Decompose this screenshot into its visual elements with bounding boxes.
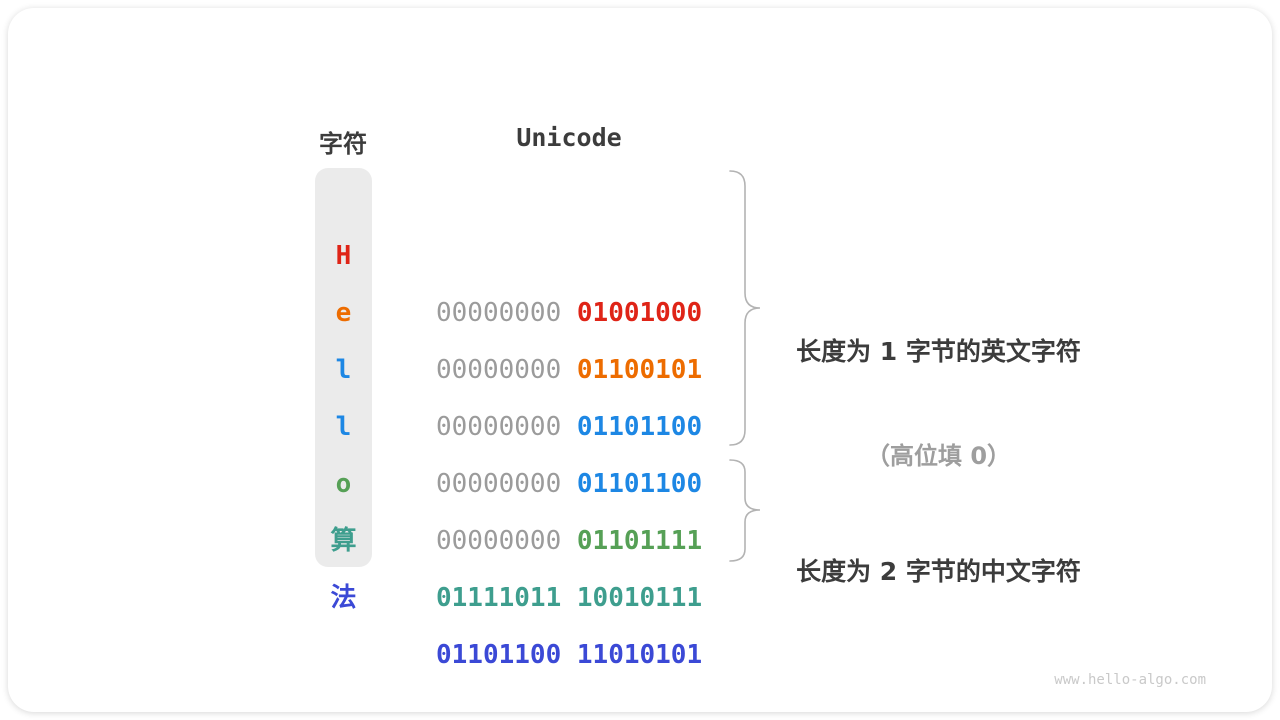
binary-cell: 00000000 01101111 <box>436 513 702 570</box>
byte-high: 01101100 <box>436 639 562 670</box>
char-cell: 法 <box>330 582 357 613</box>
annotation-english-line2: （高位填 0） <box>865 442 1012 470</box>
byte-high: 00000000 <box>436 468 562 499</box>
char-cell: l <box>335 354 352 385</box>
byte-low: 11010101 <box>576 639 703 670</box>
binary-cell: 00000000 01101100 <box>436 456 702 513</box>
byte-separator <box>561 640 577 670</box>
byte-low: 01001000 <box>576 297 703 328</box>
binary-cell: 01111011 10010111 <box>436 570 702 627</box>
table-row: 法 01101100 11010101 <box>8 513 1280 670</box>
byte-low: 10010111 <box>576 582 703 613</box>
table-row: H 00000000 01001000 <box>8 171 1280 328</box>
char-cell: H <box>335 240 352 271</box>
byte-separator <box>561 583 577 613</box>
byte-low: 01101100 <box>576 411 703 442</box>
annotation-chinese-line1: 长度为 2 字节的中文字符 <box>796 557 1081 586</box>
byte-high: 00000000 <box>436 297 562 328</box>
byte-high: 01111011 <box>436 582 562 613</box>
byte-high: 00000000 <box>436 411 562 442</box>
table-row: l 00000000 01101100 <box>8 285 1280 442</box>
table-row: e 00000000 01100101 <box>8 228 1280 385</box>
binary-cell: 00000000 01101100 <box>436 399 702 456</box>
char-cell: o <box>335 468 352 499</box>
annotation-english-line1: 长度为 1 字节的英文字符 <box>796 337 1081 366</box>
byte-high: 00000000 <box>436 354 562 385</box>
brace-chinese-group-icon <box>729 459 761 562</box>
binary-cell: 00000000 01001000 <box>436 285 702 342</box>
diagram-card: 字符 Unicode H 00000000 01001000 e 0000000… <box>8 8 1272 712</box>
char-cell: e <box>335 297 352 328</box>
byte-low: 01101100 <box>576 468 703 499</box>
table-row: 算 01111011 10010111 <box>8 456 1280 613</box>
byte-high: 00000000 <box>436 525 562 556</box>
char-cell: l <box>335 411 352 442</box>
binary-cell: 01101100 11010101 <box>436 627 702 684</box>
byte-low: 01101111 <box>576 525 703 556</box>
table-row: o 00000000 01101111 <box>8 399 1280 556</box>
column-header-char: 字符 <box>319 130 367 158</box>
annotation-chinese-chars: 长度为 2 字节的中文字符 <box>766 494 1111 646</box>
annotation-english-chars: 长度为 1 字节的英文字符 （高位填 0） <box>766 274 1111 529</box>
watermark-url: www.hello-algo.com <box>1054 672 1206 688</box>
table-row: l 00000000 01101100 <box>8 342 1280 499</box>
column-header-unicode: Unicode <box>516 123 622 152</box>
binary-cell: 00000000 01100101 <box>436 342 702 399</box>
char-column-background <box>315 168 372 567</box>
byte-low: 01100101 <box>576 354 703 385</box>
brace-english-group-icon <box>729 170 761 446</box>
char-cell: 算 <box>330 525 357 556</box>
